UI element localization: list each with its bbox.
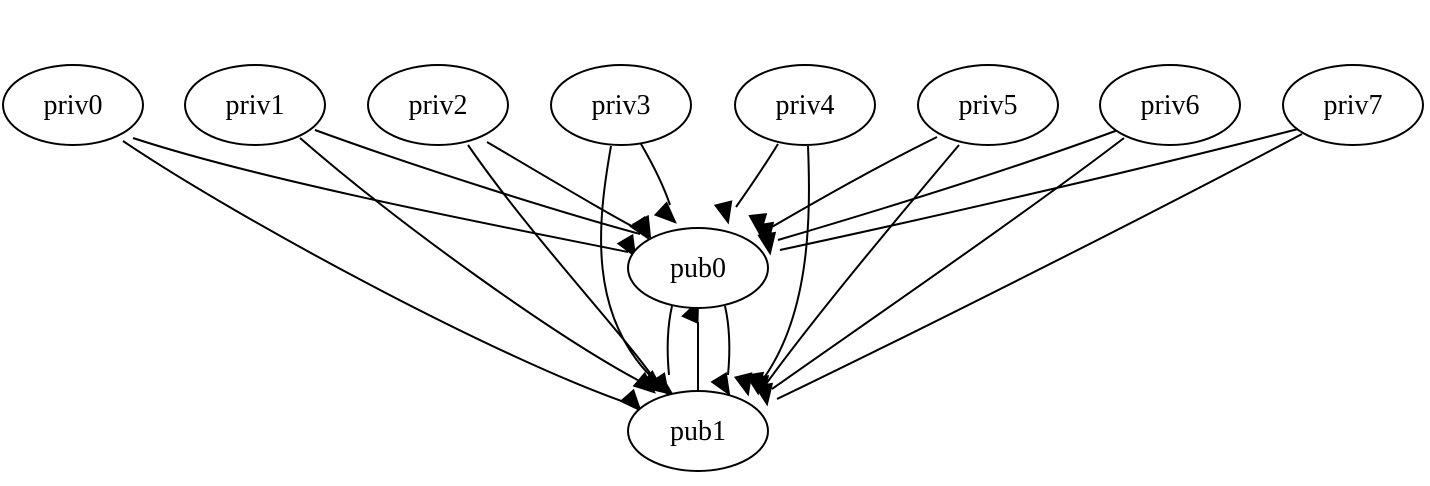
edge-line: [777, 129, 1119, 241]
node-label: priv2: [408, 90, 467, 121]
node-priv2[interactable]: priv2: [367, 64, 509, 146]
node-priv7[interactable]: priv7: [1282, 64, 1424, 146]
edge-line: [640, 143, 671, 206]
edge-line: [486, 141, 644, 233]
node-ellipse: [1099, 64, 1241, 146]
edge-line: [299, 137, 648, 386]
node-priv0[interactable]: priv0: [2, 64, 144, 146]
node-priv1[interactable]: priv1: [184, 64, 326, 146]
node-ellipse: [1282, 64, 1424, 146]
edge-priv4-to-pub1: [733, 145, 810, 397]
node-ellipse: [734, 64, 876, 146]
arrowhead-icon: [710, 371, 731, 397]
node-ellipse: [184, 64, 326, 146]
node-ellipse: [627, 227, 769, 309]
arrowhead-icon: [632, 214, 652, 240]
edge-line: [779, 128, 1299, 251]
node-priv5[interactable]: priv5: [917, 64, 1059, 146]
node-pub0[interactable]: pub0: [627, 227, 769, 309]
node-label: priv5: [958, 90, 1017, 121]
arrowhead-icon: [713, 200, 733, 225]
arrowhead-icon: [616, 233, 637, 259]
node-label: priv4: [775, 90, 834, 121]
arrowhead-icon: [619, 388, 642, 412]
edges-layer: [122, 128, 1303, 412]
edge-line: [776, 133, 1303, 400]
node-ellipse: [917, 64, 1059, 146]
node-label: priv3: [591, 90, 650, 121]
edge-line: [735, 143, 779, 208]
edge-line: [724, 305, 731, 376]
edge-priv7-to-pub0: [757, 128, 1299, 256]
arrowhead-icon: [653, 201, 677, 224]
arrowhead-icon: [733, 372, 753, 397]
edge-line: [666, 305, 673, 376]
arrowhead-icon: [757, 231, 777, 256]
node-ellipse: [550, 64, 692, 146]
node-label: priv1: [225, 90, 284, 121]
node-label: pub1: [670, 416, 726, 447]
edge-line: [600, 145, 662, 387]
edge-line: [771, 137, 1125, 390]
edge-priv4-to-pub0: [713, 143, 779, 225]
node-priv6[interactable]: priv6: [1099, 64, 1241, 146]
nodes-layer: priv0 priv1 priv2 priv3 priv4 priv5 priv6 priv7…: [2, 64, 1424, 472]
edge-priv3-to-pub0: [640, 143, 677, 224]
node-pub1[interactable]: pub1: [627, 390, 769, 472]
node-priv3[interactable]: priv3: [550, 64, 692, 146]
edge-line: [467, 144, 656, 381]
edge-line: [132, 137, 629, 253]
node-label: priv6: [1140, 90, 1199, 121]
edge-pub0-to-pub1: [648, 305, 673, 397]
edge-line: [122, 140, 634, 406]
edge-pub1-to-pub0: [681, 299, 700, 390]
edge-pub0-to-pub1: [710, 305, 731, 397]
edge-line: [757, 145, 810, 387]
edge-priv0-to-pub0: [132, 137, 637, 259]
arrowhead-icon: [648, 372, 670, 397]
edge-priv2-to-pub0: [486, 141, 652, 240]
node-label: priv0: [43, 90, 102, 121]
node-ellipse: [627, 390, 769, 472]
node-label: priv7: [1323, 90, 1382, 121]
edge-priv0-to-pub1: [122, 140, 642, 412]
edge-line: [314, 129, 641, 235]
edge-line: [765, 144, 960, 385]
edge-priv1-to-pub1: [299, 137, 656, 394]
edge-line: [769, 136, 938, 229]
arrowhead-icon: [754, 382, 774, 407]
node-priv4[interactable]: priv4: [734, 64, 876, 146]
edge-priv7-to-pub1: [754, 133, 1303, 407]
node-ellipse: [367, 64, 509, 146]
edge-priv6-to-pub1: [750, 137, 1125, 399]
node-label: pub0: [670, 253, 726, 284]
node-ellipse: [2, 64, 144, 146]
